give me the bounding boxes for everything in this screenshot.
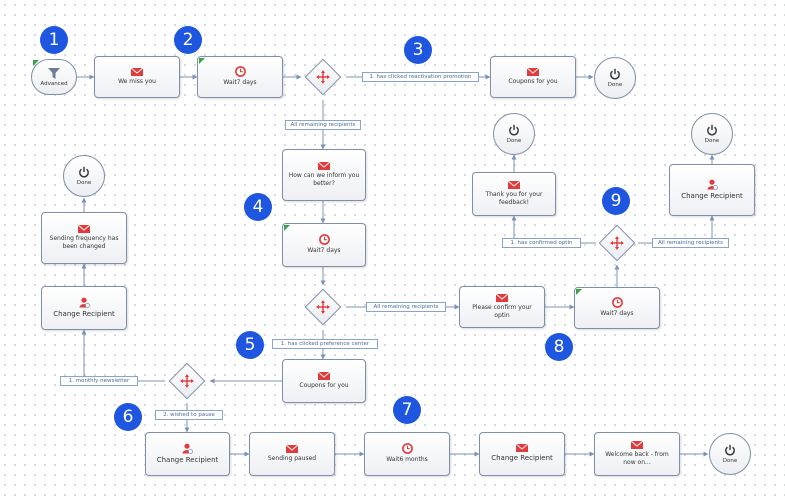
done-label-left: Done xyxy=(76,180,92,186)
how-inform-label: How can we inform you better? xyxy=(288,171,360,187)
done-label-right: Done xyxy=(704,138,720,144)
done-node-top[interactable]: Done xyxy=(594,57,636,99)
mail-icon xyxy=(508,180,520,189)
change-recipient-node-left[interactable]: Change Recipient xyxy=(41,286,127,330)
done-node-right[interactable]: Done xyxy=(691,113,733,155)
decision-gateway-4[interactable] xyxy=(168,362,206,400)
change-recipient-node-bottom[interactable]: Change Recipient xyxy=(145,432,230,476)
step-badge-9: 9 xyxy=(602,187,630,215)
power-icon xyxy=(707,124,717,136)
change-recipient-node-bottom-2[interactable]: Change Recipient xyxy=(479,432,565,476)
confirm-optin-label: Please confirm your optin xyxy=(472,303,532,319)
edge-label-all-remaining-2[interactable]: All remaining recipients xyxy=(366,302,446,312)
coupons-node-mid[interactable]: Coupons for you xyxy=(282,359,366,403)
step-badge-3: 3 xyxy=(404,36,432,64)
wait-6-months-label: Wait6 months xyxy=(386,456,428,464)
sending-paused-label: Sending paused xyxy=(267,454,317,462)
decision-gateway-3[interactable] xyxy=(598,224,636,262)
we-miss-you-label: We miss you xyxy=(118,77,156,85)
edge-label-all-remaining-3[interactable]: All remaining recipients xyxy=(652,238,729,248)
filter-flag-icon xyxy=(576,289,582,295)
filter-icon xyxy=(48,67,60,79)
wait-7-days-node-a[interactable]: Wait7 days xyxy=(197,56,283,98)
step-badge-5: 5 xyxy=(236,331,264,359)
change-recipient-label-right: Change Recipient xyxy=(681,191,743,200)
wait-7-days-node-b[interactable]: Wait7 days xyxy=(282,223,366,267)
step-badge-6: 6 xyxy=(114,403,142,431)
power-icon xyxy=(610,68,620,80)
wait-6-months-node[interactable]: Wait6 months xyxy=(364,432,450,476)
step-badge-1: 1 xyxy=(40,26,68,54)
welcome-back-label: Welcome back - from now on... xyxy=(605,450,669,466)
wait-7-days-label-a: Wait7 days xyxy=(223,79,257,87)
sending-frequency-label: Sending frequency has been changed xyxy=(49,234,119,250)
mail-icon xyxy=(131,67,143,76)
filter-flag-icon xyxy=(199,58,205,64)
wait-7-days-node-c[interactable]: Wait7 days xyxy=(574,287,660,329)
sending-paused-node[interactable]: Sending paused xyxy=(249,432,335,476)
mail-icon xyxy=(318,161,330,170)
coupons-label-top: Coupons for you xyxy=(508,77,558,85)
clock-icon xyxy=(611,297,623,309)
split-arrows-icon xyxy=(180,374,194,388)
start-flag-icon xyxy=(33,60,39,66)
mail-icon xyxy=(318,371,330,380)
split-arrows-icon xyxy=(316,300,330,314)
thank-you-label: Thank you for your feedback! xyxy=(485,190,543,206)
step-badge-4: 4 xyxy=(244,193,272,221)
edge-label-pause[interactable]: 2. wished to pause xyxy=(155,410,223,420)
change-recipient-node-right[interactable]: Change Recipient xyxy=(669,164,755,216)
done-node-mid[interactable]: Done xyxy=(493,113,535,155)
step-badge-8: 8 xyxy=(545,333,573,361)
power-icon xyxy=(725,444,735,456)
clock-icon xyxy=(401,443,413,455)
change-recipient-icon xyxy=(182,443,193,454)
how-inform-node[interactable]: How can we inform you better? xyxy=(282,149,366,201)
mail-icon xyxy=(527,67,539,76)
change-recipient-label-bottom-2: Change Recipient xyxy=(491,454,553,463)
done-label-bottom: Done xyxy=(722,458,738,464)
filter-flag-icon xyxy=(284,225,290,231)
done-node-left[interactable]: Done xyxy=(63,155,105,197)
done-label-top: Done xyxy=(607,82,623,88)
we-miss-you-node[interactable]: We miss you xyxy=(94,56,180,98)
mail-icon xyxy=(516,444,528,453)
edge-label-all-remaining-1[interactable]: All remaining recipients xyxy=(285,120,361,130)
edge-label-preference[interactable]: 1. has clicked preference center xyxy=(272,339,378,349)
power-icon xyxy=(509,124,519,136)
change-recipient-label-left: Change Recipient xyxy=(53,309,115,318)
wait-7-days-label-c: Wait7 days xyxy=(600,310,634,318)
sending-frequency-node[interactable]: Sending frequency has been changed xyxy=(41,212,127,264)
step-badge-2: 2 xyxy=(174,26,202,54)
split-arrows-icon xyxy=(316,70,330,84)
edge-label-monthly[interactable]: 1. monthly newsletter xyxy=(60,376,138,386)
clock-icon xyxy=(318,234,330,246)
thank-you-node[interactable]: Thank you for your feedback! xyxy=(472,172,556,216)
decision-gateway-1[interactable] xyxy=(304,58,342,96)
advanced-label: Advanced xyxy=(40,80,68,87)
change-recipient-icon xyxy=(79,297,90,308)
edge-gate4-to-changeleft xyxy=(81,329,165,382)
welcome-back-node[interactable]: Welcome back - from now on... xyxy=(594,432,680,476)
change-recipient-label-bottom: Change Recipient xyxy=(156,455,219,464)
mail-icon xyxy=(631,440,643,449)
confirm-optin-node[interactable]: Please confirm your optin xyxy=(459,286,545,328)
step-badge-7: 7 xyxy=(393,396,421,424)
coupons-node-top[interactable]: Coupons for you xyxy=(490,56,576,98)
power-icon xyxy=(79,166,89,178)
mail-icon xyxy=(286,444,298,453)
edge-label-reactivation[interactable]: 1. has clicked reactivation promotion xyxy=(362,72,479,82)
mail-icon xyxy=(496,293,508,302)
edge-label-confirmed[interactable]: 1. has confirmed optin xyxy=(502,238,581,248)
clock-icon xyxy=(234,66,246,78)
done-label-mid: Done xyxy=(506,138,522,144)
split-arrows-icon xyxy=(610,236,624,250)
wait-7-days-label-b: Wait7 days xyxy=(307,247,341,255)
coupons-label-mid: Coupons for you xyxy=(299,381,349,389)
done-node-bottom[interactable]: Done xyxy=(709,433,751,475)
mail-icon xyxy=(78,224,90,233)
change-recipient-icon xyxy=(707,179,718,190)
decision-gateway-2[interactable] xyxy=(304,288,342,326)
